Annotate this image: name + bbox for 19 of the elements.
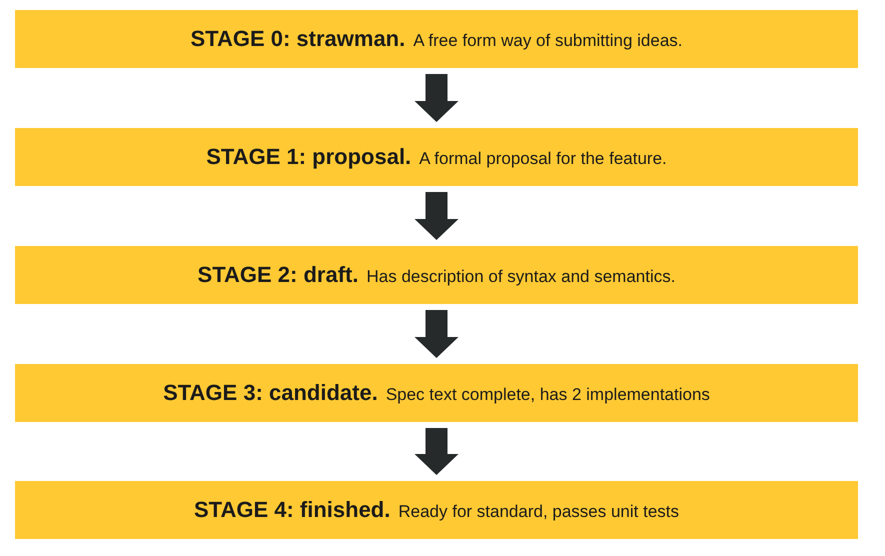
arrow bbox=[414, 310, 458, 358]
stage-heading: STAGE 3: candidate. bbox=[163, 380, 378, 406]
stage-description: Ready for standard, passes unit tests bbox=[398, 500, 680, 522]
stage-description: A free form way of submitting ideas. bbox=[413, 30, 683, 50]
stage-description: Has description of syntax and semantics. bbox=[366, 266, 676, 286]
stage-bar bbox=[15, 128, 858, 186]
stage-bar bbox=[15, 364, 858, 422]
stage-description: A formal proposal for the feature. bbox=[419, 148, 667, 168]
arrow bbox=[414, 192, 458, 240]
arrow bbox=[414, 74, 458, 122]
stage-heading: STAGE 4: finished. bbox=[194, 497, 390, 523]
stage-description: Spec text complete, has 2 implementations bbox=[386, 384, 710, 404]
stage-heading: STAGE 1: proposal. bbox=[206, 144, 412, 170]
stage-heading: STAGE 0: strawman. bbox=[190, 26, 406, 52]
stage-bar bbox=[15, 481, 858, 539]
arrow bbox=[414, 428, 458, 475]
stage-bar bbox=[15, 246, 858, 304]
stage-bar bbox=[15, 10, 858, 68]
stage-heading: STAGE 2: draft. bbox=[198, 262, 358, 288]
